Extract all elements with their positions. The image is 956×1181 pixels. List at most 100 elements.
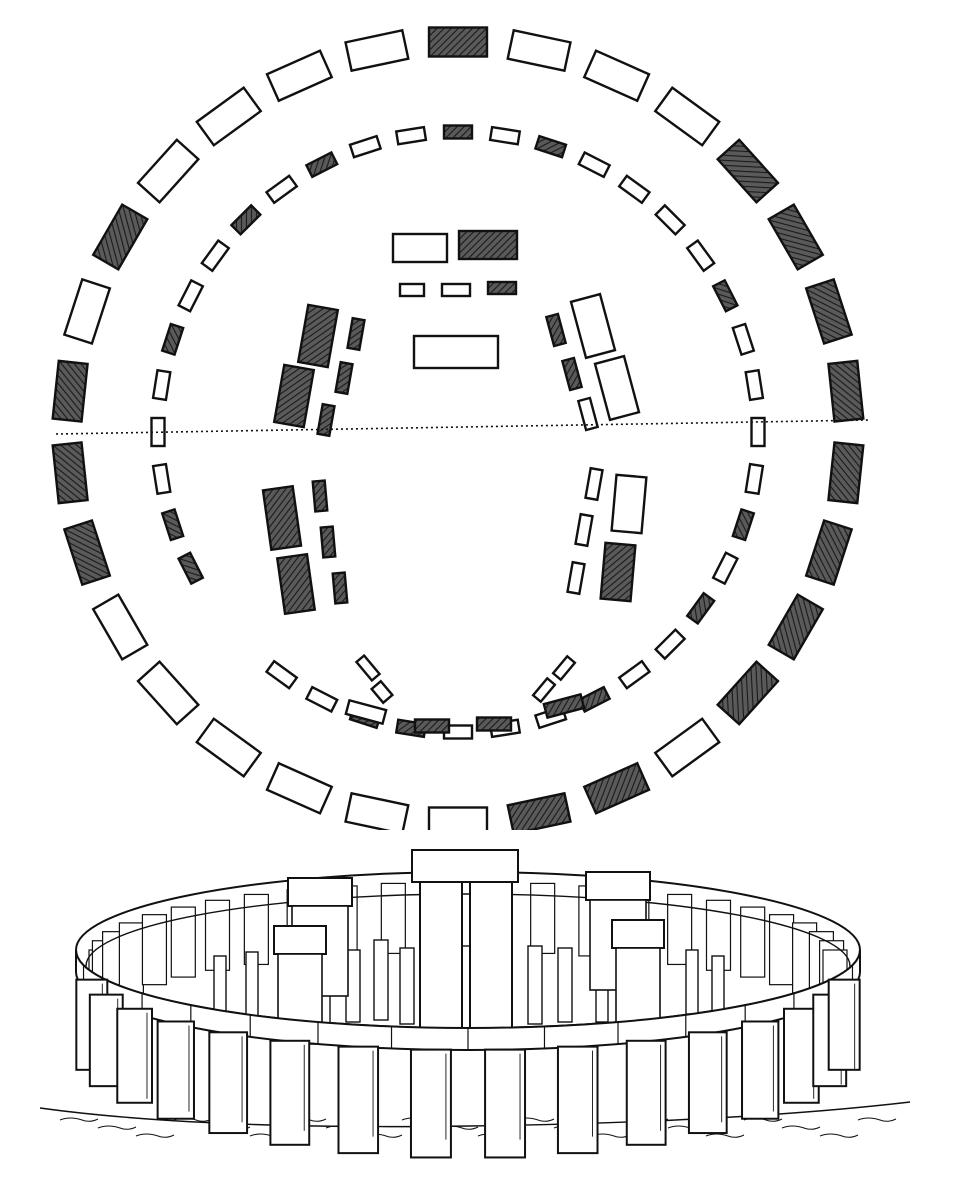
outer-circle-stone <box>265 761 334 815</box>
inner-circle-stone <box>160 322 185 357</box>
great-trilithon-upright <box>419 877 463 1049</box>
outer-circle-stone <box>506 791 572 830</box>
bluestone <box>373 939 389 1021</box>
inner-circle-stone <box>731 507 756 542</box>
inner-circle-stone <box>577 150 612 179</box>
horseshoe-stone <box>542 692 586 720</box>
outer-circle-stone <box>427 26 489 58</box>
trilithon-lintel <box>273 925 327 955</box>
outer-circle-stone <box>427 806 489 830</box>
inner-circle-stone <box>151 368 172 402</box>
back-upright <box>740 906 766 978</box>
inner-circle-stone <box>264 174 299 205</box>
horseshoe-stone <box>344 698 388 726</box>
inner-circle-stone <box>442 124 474 140</box>
horseshoe-stone <box>574 512 594 548</box>
ground-line <box>39 1101 911 1128</box>
inner-circle-stone <box>348 134 383 159</box>
back-upright <box>141 914 168 986</box>
front-upright <box>208 1031 249 1135</box>
horseshoe-stone <box>551 654 577 682</box>
horseshoe-stone <box>566 560 586 596</box>
outer-circle-stone <box>582 49 651 103</box>
horseshoe-stone <box>544 312 568 348</box>
ground-hatch <box>135 1133 175 1138</box>
horseshoe-stone <box>576 396 600 432</box>
horseshoe-stone <box>610 473 648 535</box>
altar-stone <box>412 334 500 370</box>
horseshoe-stone <box>334 360 354 396</box>
front-upright <box>116 1007 153 1104</box>
bluestone <box>527 945 543 1025</box>
axis-line <box>55 419 871 435</box>
outer-circle-stone <box>506 28 572 73</box>
outer-circle-stone <box>804 518 854 587</box>
horseshoe-stone <box>593 354 641 422</box>
inner-circle-stone <box>304 150 339 179</box>
outer-circle-stone <box>195 86 263 147</box>
inner-circle-stone <box>685 238 716 273</box>
front-upright <box>556 1045 599 1155</box>
bluestone <box>557 947 573 1023</box>
back-upright <box>170 906 196 978</box>
inner-circle-stone <box>653 203 687 237</box>
inner-circle-stone <box>685 591 716 626</box>
horseshoe-stone <box>275 552 317 616</box>
horseshoe-stone <box>560 356 584 392</box>
ground-hatch <box>97 1125 137 1130</box>
inner-circle-stone <box>488 125 522 146</box>
horseshoe-stone <box>261 484 303 552</box>
outer-circle-stone <box>715 660 780 726</box>
front-upright <box>409 1048 452 1159</box>
front-upright <box>337 1045 380 1155</box>
trilithon-lintel <box>611 919 665 949</box>
outer-circle-stone <box>767 592 825 662</box>
back-upright <box>118 922 144 994</box>
inner-circle-stone <box>711 551 740 586</box>
inner-circle-stone <box>394 125 428 146</box>
outer-circle-stone <box>62 277 112 346</box>
horseshoe-stone <box>316 402 336 438</box>
horseshoe-stone <box>272 363 316 429</box>
horseshoe-stone <box>354 653 382 683</box>
outer-circle-stone <box>827 441 865 505</box>
inner-circle-stone <box>176 551 205 586</box>
bluestone <box>245 951 259 1019</box>
horseshoe-stone <box>311 479 329 513</box>
inner-circle-stone <box>264 659 299 690</box>
stonehenge-restored-elevation <box>39 849 911 1159</box>
horseshoe-stone <box>531 676 557 704</box>
trilithon-stone <box>391 232 449 264</box>
great-trilithon-lintel <box>411 849 519 883</box>
trilithon-lintel <box>585 871 651 901</box>
horseshoe-stone <box>346 316 366 352</box>
outer-circle-stone <box>62 518 112 587</box>
front-upright <box>625 1039 667 1146</box>
outer-circle-stone <box>653 86 721 147</box>
bluestone <box>399 947 415 1025</box>
inner-circle-stone <box>750 416 766 448</box>
horseshoe-stone <box>569 292 617 360</box>
great-trilithon-upright <box>469 877 513 1049</box>
front-lintel-band <box>75 949 861 1051</box>
trilithon-stone <box>486 280 518 296</box>
ground-hatch <box>857 1117 897 1122</box>
outer-circle-stone <box>344 28 410 73</box>
horseshoe-stone <box>599 541 637 603</box>
outer-circle-stone <box>195 717 263 778</box>
ground-hatch <box>781 1125 821 1130</box>
horseshoe-stone <box>475 716 513 732</box>
inner-circle-stone <box>229 203 263 237</box>
inner-circle-stone <box>653 627 687 661</box>
front-upright <box>156 1020 195 1120</box>
bluestone <box>685 949 699 1015</box>
outer-circle-stone <box>653 717 721 778</box>
horseshoe-stone <box>296 303 340 369</box>
inner-circle-stone <box>731 322 756 357</box>
inner-circle-stone <box>744 368 765 402</box>
inner-circle-stone <box>744 462 765 496</box>
horseshoe-stone <box>413 718 451 734</box>
inner-circle-stone <box>151 462 172 496</box>
outer-circle-stone <box>344 791 410 830</box>
front-upright <box>687 1031 728 1135</box>
